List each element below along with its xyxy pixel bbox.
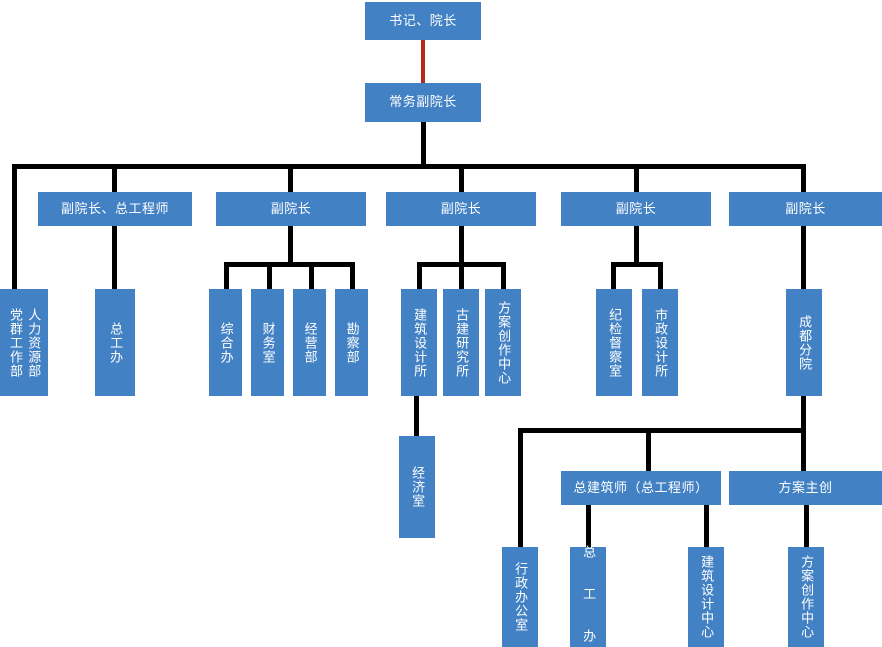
node-label: 副院长 — [785, 200, 826, 216]
connector-vp5-to-chengdu — [801, 226, 806, 289]
connector-bus-drop-vp3 — [459, 164, 464, 192]
node-label: 副院长 — [270, 200, 312, 216]
node-label: 市政设计所 — [653, 307, 669, 378]
node-architecture-design-institute[interactable]: 建筑设计所 — [401, 289, 437, 396]
connector-chengdu-stem — [801, 396, 806, 432]
node-label: 建筑设计所 — [412, 307, 428, 378]
connector-vp2-drop-survey — [350, 262, 355, 289]
node-label: 副院长 — [615, 200, 657, 216]
connector-chengdu-drop-adminoffice — [518, 428, 523, 547]
node-hr-and-party-work[interactable]: 人力资源部 党群工作部 — [0, 289, 48, 396]
node-label: 勘察部 — [344, 321, 360, 364]
connector-vp1-to-chiefeng — [112, 226, 117, 289]
connector-vp4-drop-municipal — [658, 262, 663, 289]
node-chengdu-architecture-design-center[interactable]: 建筑设计中心 — [688, 547, 724, 647]
node-chief-engineer-office[interactable]: 总工办 — [95, 289, 135, 396]
connector-vp2-drop-operation — [309, 262, 314, 289]
node-label: 财务室 — [260, 321, 276, 364]
connector-main-bus — [12, 164, 806, 169]
node-label: 常务副院长 — [389, 94, 457, 110]
connector-bus-drop-hr — [12, 164, 17, 289]
node-label-hr: 人力资源部 — [26, 307, 42, 378]
node-label: 方案创作中心 — [799, 555, 815, 639]
connector-bus-drop-vp4 — [634, 164, 639, 192]
node-scheme-creation-center[interactable]: 方案创作中心 — [485, 289, 521, 396]
connector-vp4-drop-discipline — [611, 262, 616, 289]
node-chengdu-chief-engineer-office[interactable]: 总 工 办 — [570, 545, 606, 647]
node-label: 经营部 — [302, 321, 318, 364]
node-vice-president-2[interactable]: 副院长 — [216, 192, 366, 226]
connector-top-to-exec — [421, 40, 425, 83]
connector-archdesign-to-economy — [414, 396, 419, 456]
connector-vp3-drop-ancient — [459, 262, 464, 289]
connector-exec-stem — [421, 122, 426, 167]
node-label: 副院长 — [440, 200, 482, 216]
connector-chiefarch-to-archcenter — [704, 505, 709, 547]
connector-vp2-bus — [224, 262, 355, 267]
node-label: 方案创作中心 — [496, 300, 512, 385]
connector-chengdu-drop-chiefarch — [646, 428, 651, 471]
connector-vp2-drop-finance — [267, 262, 272, 289]
node-label: 行政办公室 — [513, 562, 529, 632]
node-general-office[interactable]: 综合办 — [209, 289, 242, 396]
connector-chengdu-bus — [518, 428, 806, 433]
node-label: 总建筑师（总工程师） — [573, 479, 709, 495]
node-label: 总 工 办 — [581, 545, 597, 647]
connector-schemelead-to-schemecenter — [804, 505, 809, 547]
node-vice-president-3[interactable]: 副院长 — [386, 192, 536, 226]
node-chengdu-scheme-creation-center[interactable]: 方案创作中心 — [788, 547, 824, 647]
connector-vp4-stem — [634, 226, 639, 266]
node-executive-vice-president[interactable]: 常务副院长 — [365, 83, 481, 122]
node-operation-department[interactable]: 经营部 — [293, 289, 326, 396]
connector-vp3-stem — [459, 226, 464, 266]
node-label: 书记、院长 — [389, 12, 457, 28]
node-vice-president-4[interactable]: 副院长 — [561, 192, 711, 226]
node-label-party-work: 党群工作部 — [8, 307, 23, 378]
node-scheme-lead[interactable]: 方案主创 — [729, 471, 882, 505]
node-label: 总工办 — [108, 321, 124, 364]
node-municipal-design-institute[interactable]: 市政设计所 — [642, 289, 678, 396]
connector-vp3-drop-archdesign — [417, 262, 422, 289]
node-finance-office[interactable]: 财务室 — [251, 289, 284, 396]
node-ancient-architecture-institute[interactable]: 古建研究所 — [443, 289, 479, 396]
node-label: 副院长、总工程师 — [60, 200, 169, 216]
node-label: 综合办 — [218, 321, 234, 364]
node-survey-department[interactable]: 勘察部 — [335, 289, 368, 396]
node-label: 成都分院 — [797, 314, 813, 371]
node-label: 方案主创 — [778, 479, 833, 495]
node-label: 建筑设计中心 — [699, 555, 715, 639]
connector-vp2-stem — [288, 226, 293, 266]
connector-vp2-drop-general — [224, 262, 229, 289]
connector-chiefarch-to-cdchiefeng — [586, 505, 591, 547]
connector-vp4-bus — [611, 262, 663, 267]
connector-bus-drop-vp1 — [112, 164, 117, 192]
node-label: 古建研究所 — [454, 307, 470, 378]
node-vice-president-5[interactable]: 副院长 — [729, 192, 882, 226]
node-economy-office[interactable]: 经济室 — [399, 436, 435, 538]
node-label: 经济室 — [410, 466, 426, 508]
node-label: 纪检督察室 — [607, 307, 623, 378]
node-administrative-office[interactable]: 行政办公室 — [502, 547, 538, 647]
node-chengdu-branch[interactable]: 成都分院 — [786, 289, 822, 396]
node-vice-president-chief-engineer[interactable]: 副院长、总工程师 — [38, 192, 192, 226]
node-chief-architect[interactable]: 总建筑师（总工程师） — [561, 471, 721, 505]
node-discipline-inspection-office[interactable]: 纪检督察室 — [596, 289, 632, 396]
connector-vp3-drop-schemecenter — [501, 262, 506, 289]
connector-chengdu-drop-schemelead — [801, 428, 806, 471]
connector-bus-drop-vp2 — [288, 164, 293, 192]
node-secretary-president[interactable]: 书记、院长 — [365, 2, 481, 40]
connector-bus-drop-vp5 — [801, 164, 806, 192]
